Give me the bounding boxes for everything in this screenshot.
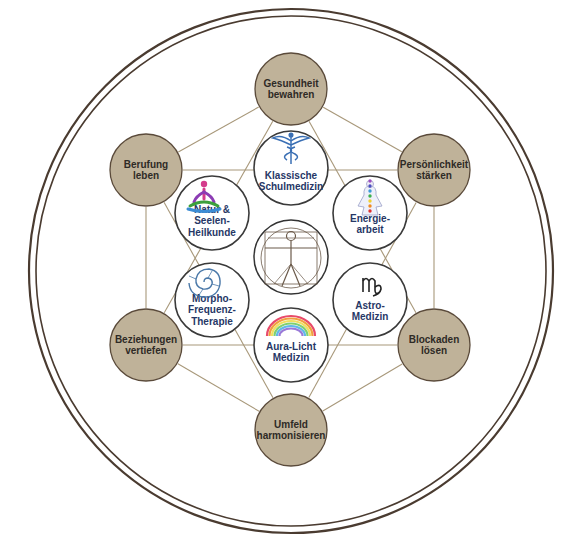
goal-label: Beziehungen vertiefen <box>114 334 178 357</box>
chakra-figure <box>358 179 382 215</box>
method-circle: Energie-arbeit <box>332 175 408 251</box>
goal-circle: Blockaden lösen <box>397 308 471 382</box>
circle-shape <box>398 309 470 381</box>
method-circle: Morpho-Frequenz-Therapie <box>174 262 250 338</box>
circle-shape <box>175 176 249 250</box>
goal-circle: Berufung leben <box>109 133 183 207</box>
goal-label: Blockaden lösen <box>402 334 466 357</box>
goal-circle: Persönlichkeit stärken <box>397 133 471 207</box>
circle-outline <box>253 130 329 206</box>
goal-label: Gesundheit bewahren <box>259 78 323 101</box>
circle-shape <box>333 263 407 337</box>
method-label: Astro-Medizin <box>337 300 403 323</box>
inner-ring <box>36 16 546 526</box>
circle-shape <box>398 134 470 206</box>
method-label: Morpho-Frequenz-Therapie <box>179 293 245 328</box>
method-circle: Natur & Seelen-Heilkunde <box>174 175 250 251</box>
lotus-figure <box>188 181 220 212</box>
virgo-symbol <box>363 278 381 296</box>
caduceus-symbol <box>273 133 309 164</box>
goal-circle: Beziehungen vertiefen <box>109 308 183 382</box>
goal-circle: Gesundheit bewahren <box>254 52 328 126</box>
outer-ring <box>29 9 553 533</box>
rainbow-symbol <box>267 316 315 336</box>
circle-shape <box>255 53 327 125</box>
method-circle: Klassische Schulmedizin <box>253 130 329 206</box>
geometry-line <box>323 107 402 152</box>
goal-label: Berufung leben <box>114 159 178 182</box>
method-circle: Aura-Licht Medizin <box>253 307 329 383</box>
circle-shape <box>110 309 182 381</box>
goal-label: Umfeld harmonisieren <box>257 419 326 442</box>
vitruvian-figure <box>261 228 321 288</box>
circle-shape <box>110 134 182 206</box>
geometry-line <box>178 364 259 412</box>
geometry-line <box>433 207 434 308</box>
nautilus-spiral <box>189 269 220 297</box>
geometry-line <box>178 107 258 152</box>
circle-shape <box>333 176 407 250</box>
geometry-line <box>323 364 402 411</box>
center-circle <box>254 220 328 294</box>
circle-shape <box>175 263 249 337</box>
method-label: Aura-Licht Medizin <box>258 341 324 364</box>
method-label: Energie-arbeit <box>337 213 403 236</box>
geometry-line <box>145 207 146 308</box>
goal-label: Persönlichkeit stärken <box>400 159 468 182</box>
method-label: Klassische Schulmedizin <box>258 170 324 193</box>
circle-shape <box>254 131 328 205</box>
circle-shape <box>255 394 327 466</box>
method-label: Natur & Seelen-Heilkunde <box>179 204 245 239</box>
circle-shape <box>254 308 328 382</box>
method-circle: Astro-Medizin <box>332 262 408 338</box>
goal-circle: Umfeld harmonisieren <box>254 393 328 467</box>
